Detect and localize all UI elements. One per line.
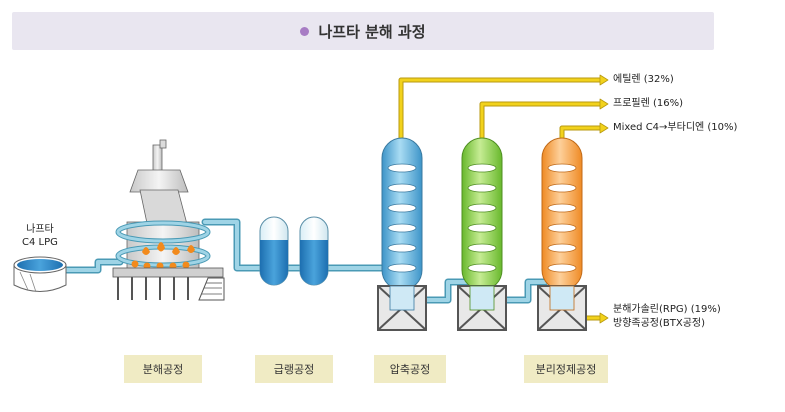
quench-drums [259, 216, 329, 286]
feed-label-line1: 나프타 [26, 224, 54, 235]
tower-skirts [389, 285, 575, 311]
output-ethylene-label: 에틸렌 (32%) [613, 74, 674, 85]
feed-tank [13, 256, 67, 293]
feed-label-line2: C4 LPG [22, 237, 58, 248]
page-title: 나프타 분해 과정 [318, 22, 426, 41]
tower-separation-2 [541, 137, 583, 291]
stage-cracking-label: 분해공정 [124, 355, 202, 383]
stage-quench-label: 급랭공정 [255, 355, 333, 383]
cracking-furnace [112, 139, 225, 301]
title-bar: 나프타 분해 과정 [12, 12, 714, 50]
stage-separation-label: 분리정제공정 [524, 355, 608, 383]
output-propylene-label: 프로필렌 (16%) [613, 98, 684, 109]
bottom-output-btx-label: 방향족공정(BTX공정) [613, 318, 706, 329]
tower-compression [381, 137, 423, 291]
tower-separation-1 [461, 137, 503, 291]
bullet-icon [300, 26, 310, 36]
output-butadiene-label: Mixed C4→부타디엔 (10%) [613, 122, 738, 133]
flame-icon [131, 242, 195, 270]
product-pipes [398, 74, 609, 324]
bottom-output-rpg-label: 분해가솔린(RPG) (19%) [613, 304, 721, 315]
stage-compression-label: 압축공정 [374, 355, 446, 383]
feed-label: 나프타 C4 LPG [22, 223, 58, 249]
